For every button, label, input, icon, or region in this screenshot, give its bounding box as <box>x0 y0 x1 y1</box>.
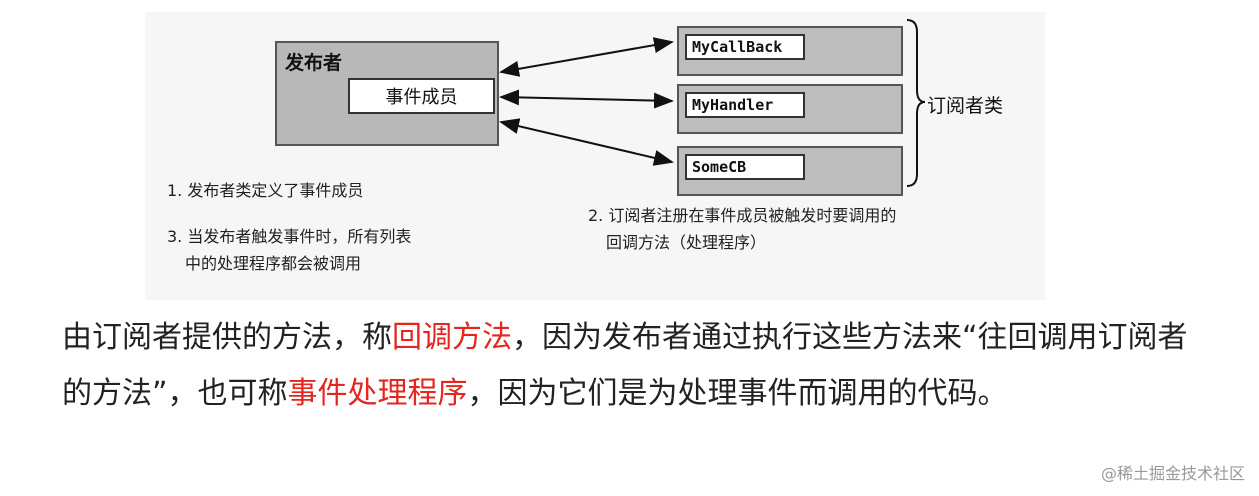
explanation-paragraph: 由订阅者提供的方法，称回调方法，因为发布者通过执行这些方法来“往回调用订阅者的方… <box>62 310 1202 422</box>
note-3: 3. 当发布者触发事件时，所有列表 中的处理程序都会被调用 <box>167 223 411 277</box>
event-diagram: 发布者 事件成员 MyCallBack MyHandler SomeCB 订阅者… <box>145 12 1045 300</box>
highlight-event-handler: 事件处理程序 <box>287 376 468 411</box>
note-1: 1. 发布者类定义了事件成员 <box>167 181 364 200</box>
publisher-label: 发布者 <box>285 52 343 74</box>
paragraph-text-2: ，因为发布者通过执行这些方法来“往回调用订阅者的方法”，也可称 <box>62 320 1188 411</box>
paragraph-text-3: ，因为它们是为处理事件而调用的代码。 <box>467 376 1008 411</box>
event-member-box: 事件成员 <box>348 78 495 114</box>
subscriber-method-2: MyHandler <box>685 92 805 118</box>
subscriber-box-1: MyCallBack <box>677 26 903 76</box>
arrow-to-sub-2 <box>499 89 674 109</box>
paragraph-text-1: 由订阅者提供的方法，称 <box>62 320 392 355</box>
note-2-line-2: 回调方法（处理程序） <box>606 233 767 252</box>
subscriber-class-label: 订阅者类 <box>927 95 1004 117</box>
note-3-line-1: 3. 当发布者触发事件时，所有列表 <box>167 227 412 246</box>
subscriber-box-3: SomeCB <box>677 146 903 196</box>
watermark: @稀土掘金技术社区 <box>1100 464 1245 483</box>
arrow-to-sub-3 <box>499 118 674 166</box>
arrows-layer <box>499 19 926 187</box>
note-2: 2. 订阅者注册在事件成员被触发时要调用的 回调方法（处理程序） <box>588 202 896 256</box>
note-3-line-2: 中的处理程序都会被调用 <box>185 254 362 273</box>
subscriber-brace <box>906 19 926 187</box>
subscriber-method-1: MyCallBack <box>685 34 805 60</box>
note-2-line-1: 2. 订阅者注册在事件成员被触发时要调用的 <box>588 206 897 225</box>
arrow-to-sub-1 <box>499 37 674 77</box>
subscriber-method-3: SomeCB <box>685 154 805 180</box>
subscriber-box-2: MyHandler <box>677 84 903 134</box>
highlight-callback-method: 回调方法 <box>392 320 512 355</box>
